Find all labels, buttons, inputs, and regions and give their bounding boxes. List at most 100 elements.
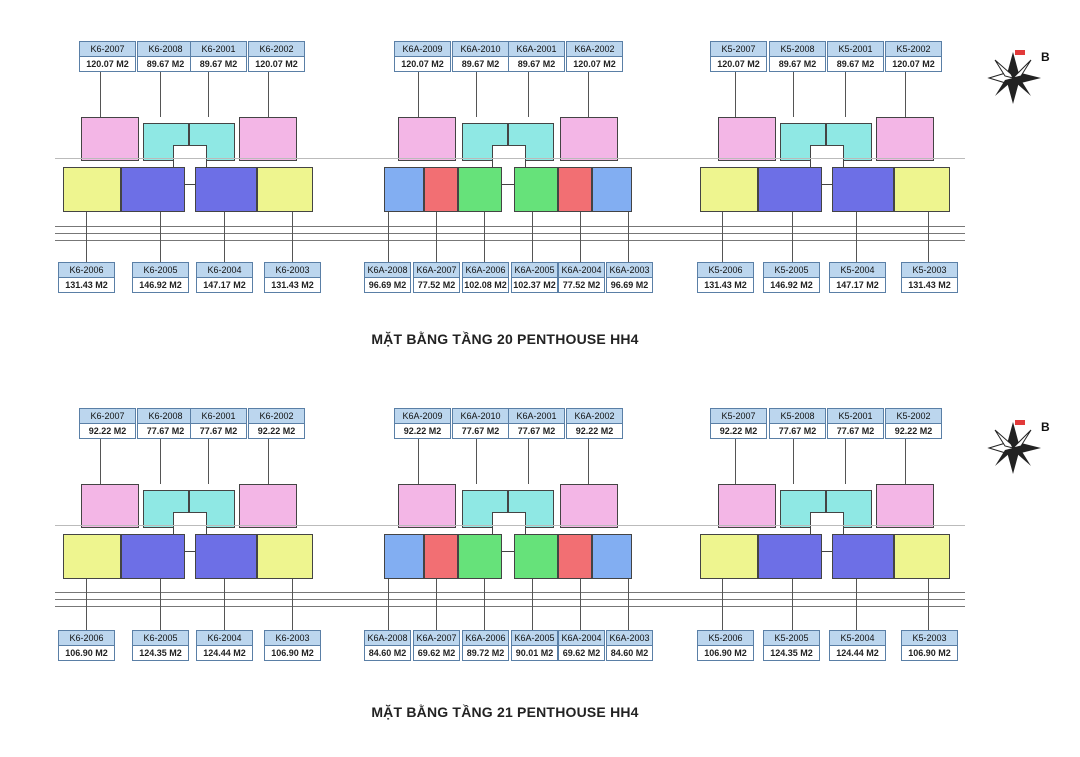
unit-block	[63, 167, 121, 212]
unit-block	[558, 534, 592, 579]
unit-code: K6-2006	[59, 631, 114, 646]
leader-line	[528, 72, 529, 117]
unit-code: K6A-2004	[559, 631, 604, 646]
unit-code: K6A-2009	[395, 42, 450, 57]
unit-area: 131.43 M2	[65, 280, 108, 290]
unit-code: K6-2008	[138, 42, 193, 57]
unit-area: 131.43 M2	[704, 280, 747, 290]
unit-area: 77.67 M2	[199, 426, 238, 436]
unit-code: K6A-2003	[607, 631, 652, 646]
unit-block	[257, 167, 313, 212]
unit-area: 92.22 M2	[403, 426, 442, 436]
unit-area: 89.67 M2	[778, 59, 817, 69]
unit-area: 120.07 M2	[401, 59, 444, 69]
unit-block	[239, 117, 297, 161]
unit-area: 77.52 M2	[562, 280, 601, 290]
unit-block	[121, 534, 185, 579]
unit-block	[81, 484, 139, 528]
unit-area: 124.35 M2	[770, 648, 813, 658]
unit-block	[876, 484, 934, 528]
unit-area: 77.67 M2	[517, 426, 556, 436]
dimension-line	[55, 592, 965, 593]
building-k6a-plan	[384, 484, 634, 579]
unit-block	[384, 167, 424, 212]
unit-block	[424, 534, 458, 579]
unit-tag[interactable]: K5-2008 89.67 M2	[769, 41, 826, 72]
unit-block	[195, 167, 257, 212]
unit-code: K6A-2001	[509, 42, 564, 57]
unit-area: 102.37 M2	[513, 280, 556, 290]
unit-code: K6-2005	[133, 263, 188, 278]
leader-line	[208, 439, 209, 484]
unit-block	[398, 117, 456, 161]
unit-area: 89.67 M2	[199, 59, 238, 69]
leader-line	[580, 579, 581, 630]
leader-line	[793, 439, 794, 484]
leader-line	[722, 579, 723, 630]
unit-code: K5-2008	[770, 42, 825, 57]
leader-line	[86, 212, 87, 262]
leader-line	[160, 72, 161, 117]
unit-code: K5-2005	[764, 263, 819, 278]
unit-code: K6-2003	[265, 263, 320, 278]
unit-tag[interactable]: K6A-2009 120.07 M2	[394, 41, 451, 72]
leader-line	[418, 439, 419, 484]
dimension-line	[55, 226, 965, 227]
unit-block	[700, 167, 758, 212]
unit-block	[63, 534, 121, 579]
leader-line	[588, 439, 589, 484]
dimension-line	[55, 158, 965, 159]
unit-code: K6-2004	[197, 263, 252, 278]
